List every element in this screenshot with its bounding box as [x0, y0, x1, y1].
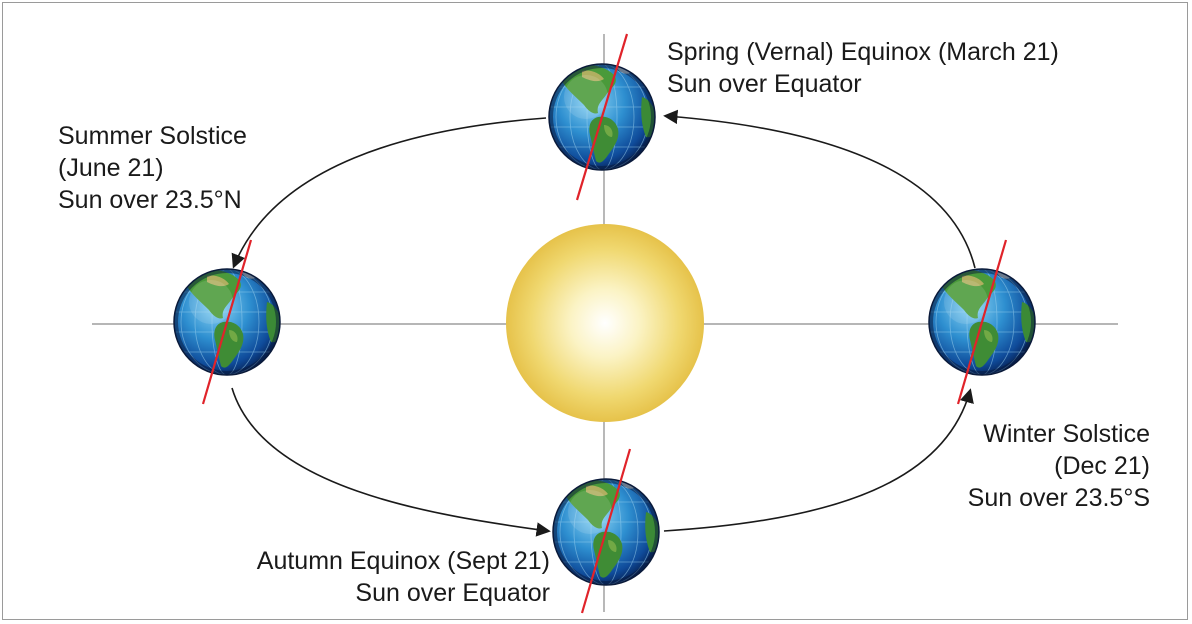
- winter-solstice-title: Winter Solstice: [983, 420, 1150, 448]
- label-winter-solstice: Winter Solstice (Dec 21) Sun over 23.5°S: [950, 418, 1150, 514]
- label-summer-solstice: Summer Solstice (June 21) Sun over 23.5°…: [58, 120, 247, 216]
- orbit-path: [231, 109, 976, 537]
- summer-solstice-title: Summer Solstice: [58, 122, 247, 150]
- tilt-axis-spring: [575, 33, 629, 201]
- autumn-equinox-detail: Sun over Equator: [355, 579, 550, 607]
- label-spring-equinox: Spring (Vernal) Equinox (March 21) Sun o…: [667, 36, 1059, 100]
- orbit-arrow-spring-to-summer: [231, 117, 547, 269]
- orbit-arrow-autumn-to-winter: [663, 388, 974, 532]
- label-autumn-equinox: Autumn Equinox (Sept 21) Sun over Equato…: [200, 545, 550, 609]
- tilt-axis-winter: [956, 239, 1008, 405]
- orbit-arrow-summer-to-autumn: [231, 387, 551, 537]
- spring-equinox-title: Spring (Vernal) Equinox (March 21): [667, 38, 1059, 66]
- tilt-axis-autumn: [580, 448, 632, 614]
- autumn-equinox-title: Autumn Equinox (Sept 21): [256, 547, 550, 575]
- summer-solstice-detail: Sun over 23.5°N: [58, 186, 242, 214]
- sun-icon: [506, 224, 704, 422]
- earth-tilt-axes: [201, 33, 1008, 614]
- orbit-arrow-winter-to-spring: [663, 109, 976, 269]
- winter-solstice-date: (Dec 21): [1054, 452, 1150, 480]
- tilt-axis-summer: [201, 239, 253, 405]
- winter-solstice-detail: Sun over 23.5°S: [967, 484, 1150, 512]
- summer-solstice-date: (June 21): [58, 154, 164, 182]
- spring-equinox-detail: Sun over Equator: [667, 70, 862, 98]
